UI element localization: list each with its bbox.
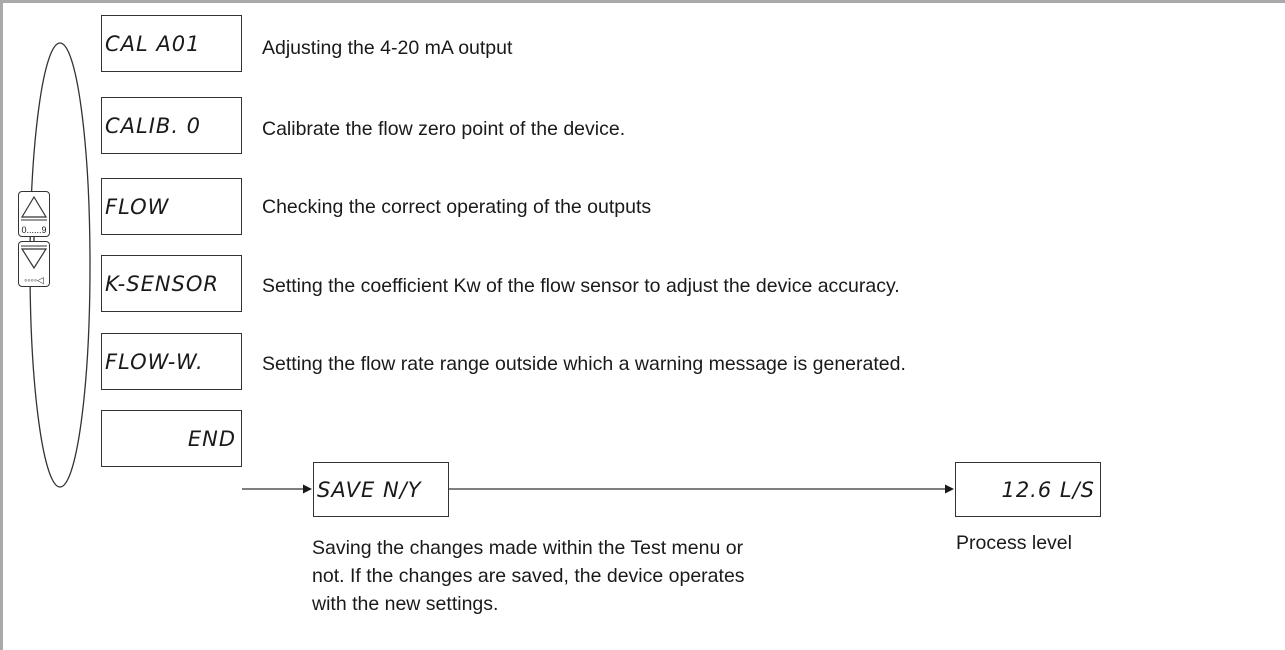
lcd-calib-0: CALIB. 0 bbox=[101, 97, 242, 154]
save-note: Saving the changes made within the Test … bbox=[312, 534, 912, 618]
lcd-end: END bbox=[101, 410, 242, 467]
description-flow: Checking the correct operating of the ou… bbox=[262, 196, 652, 218]
save-to-process-arrowhead bbox=[945, 484, 954, 494]
description-flow-w: Setting the flow rate range outside whic… bbox=[262, 353, 906, 375]
lcd-flow-w: FLOW-W. bbox=[101, 333, 242, 390]
up-key[interactable]: 0......9 bbox=[18, 191, 50, 237]
down-key-label: ◦◦◦◦◁ bbox=[24, 275, 44, 285]
save-note-line: Saving the changes made within the Test … bbox=[312, 537, 744, 559]
lcd-flow: FLOW bbox=[101, 178, 242, 235]
description-k-sensor: Setting the coefficient Kw of the flow s… bbox=[262, 275, 900, 297]
down-arrow-icon bbox=[20, 245, 48, 270]
lcd-cal-a01: CAL A01 bbox=[101, 15, 242, 72]
description-calib-0: Calibrate the flow zero point of the dev… bbox=[262, 118, 626, 140]
process-level-caption: Process level bbox=[956, 532, 1072, 554]
save-note-line: not. If the changes are saved, the devic… bbox=[312, 565, 745, 587]
lcd-save: SAVE N/Y bbox=[313, 462, 449, 517]
up-arrow-icon bbox=[20, 195, 48, 221]
description-cal-a01: Adjusting the 4-20 mA output bbox=[262, 37, 513, 59]
save-note-line: with the new settings. bbox=[312, 593, 499, 615]
down-key[interactable]: ◦◦◦◦◁ bbox=[18, 241, 50, 287]
lcd-k-sensor: K-SENSOR bbox=[101, 255, 242, 312]
frame-left-border bbox=[0, 0, 3, 650]
up-key-label: 0......9 bbox=[21, 225, 47, 235]
end-to-save-arrowhead bbox=[303, 484, 312, 494]
frame-top-border bbox=[0, 0, 1285, 3]
lcd-process-level: 12.6 L/S bbox=[955, 462, 1101, 517]
